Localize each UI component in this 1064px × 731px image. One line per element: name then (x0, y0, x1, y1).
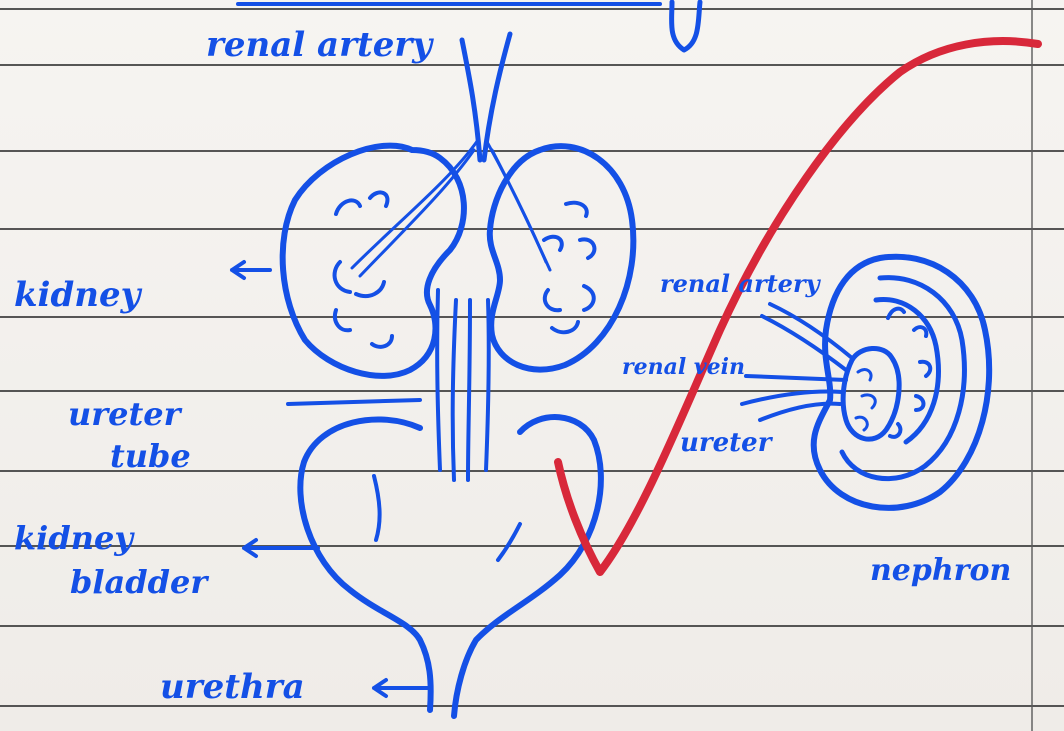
check-mark-icon (558, 41, 1038, 572)
kidney-calyx (566, 203, 587, 216)
kidney-calyx (372, 336, 392, 347)
kidney-calyx (584, 286, 594, 310)
label-renal-artery-top: renal artery (206, 28, 432, 62)
bladder-fold (498, 524, 520, 560)
kidney-calyx (336, 200, 360, 214)
label-renal-artery-right: renal artery (660, 272, 820, 296)
aorta-lower (453, 300, 456, 480)
ureter-left (437, 290, 440, 470)
ureter-right (486, 300, 489, 470)
label-ureter-tube-line2: tube (110, 440, 191, 472)
renal-artery-vessel-2 (770, 304, 852, 358)
urethra-arrow (374, 680, 430, 696)
bladder-right-wall (454, 417, 601, 716)
label-kidney: kidney (14, 278, 140, 312)
ureter-tube-pointer (288, 400, 420, 404)
kidney-section-cortex (842, 278, 964, 479)
kidney-calyx (370, 192, 387, 206)
kidney-calyx (545, 290, 560, 310)
kidney-calyx (356, 282, 384, 296)
kidney-arrow (232, 262, 270, 278)
kidney-calyx (544, 237, 562, 250)
bladder (300, 419, 430, 710)
renal-pelvis-detail (856, 370, 875, 430)
kidney-calyx (552, 322, 578, 332)
heading-letter-fragment (672, 2, 700, 50)
renal-artery-left (352, 140, 478, 268)
kidney-calyx (335, 310, 350, 330)
bladder-arrow (244, 540, 318, 556)
kidney-calyx (335, 262, 350, 292)
label-urethra: urethra (160, 670, 305, 704)
label-ureter-tube-line1: ureter (68, 398, 180, 430)
label-kidney-bladder-line2: bladder (70, 566, 207, 598)
renal-pelvis (843, 348, 899, 439)
bladder-fold (374, 476, 380, 540)
label-renal-vein: renal vein (622, 356, 745, 378)
renal-vein-right-branch (492, 150, 550, 270)
label-nephron: nephron (870, 556, 1011, 586)
kidney-calyx (580, 239, 594, 258)
label-ureter-right: ureter (680, 430, 771, 456)
label-kidney-bladder-line1: kidney (14, 522, 133, 554)
renal-vein-left (360, 150, 474, 276)
right-kidney (490, 146, 634, 369)
vena-cava-lower (468, 300, 470, 480)
